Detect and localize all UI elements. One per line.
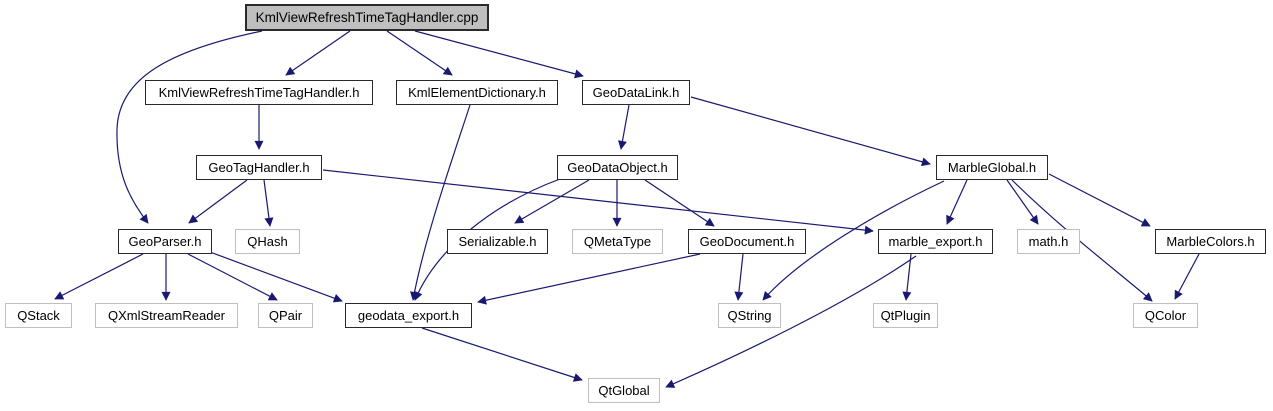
- edge-marbleglobal-h-to-qstring: [762, 180, 945, 301]
- node-geodatalink-h[interactable]: GeoDataLink.h: [582, 80, 690, 105]
- edge-geodata_export-h-to-qtglobal: [421, 327, 583, 382]
- edge-geotaghandler-h-to-geoparser-h: [188, 179, 248, 224]
- edge-kmlelementdictionary-h-to-geodata_export-h: [410, 104, 471, 301]
- node-geodataobject-h[interactable]: GeoDataObject.h: [557, 155, 678, 180]
- edge-marbleglobal-h-to-marble_export-h: [946, 179, 968, 225]
- node-qhash: QHash: [235, 229, 300, 254]
- edge-geodocument-h-to-qstring: [734, 253, 744, 301]
- node-kmlelementdictionary-h[interactable]: KmlElementDictionary.h: [396, 80, 558, 105]
- edge-cpp-to-kmlelementdictionary-h: [386, 30, 453, 76]
- node-qcolor: QColor: [1133, 303, 1198, 328]
- node-geodocument-h[interactable]: GeoDocument.h: [688, 229, 806, 254]
- edge-marbleglobal-h-to-marblecolors-h: [1048, 173, 1151, 227]
- edge-geotaghandler-h-to-marble_export-h: [322, 169, 874, 235]
- edge-marbleglobal-h-to-qcolor: [1011, 179, 1153, 302]
- node-kmlviewrefreshtimetaghandler-h[interactable]: KmlViewRefreshTimeTagHandler.h: [145, 80, 373, 105]
- node-serializable-h[interactable]: Serializable.h: [447, 229, 548, 254]
- node-qxmlstreamreader: QXmlStreamReader: [95, 303, 238, 328]
- node-qtplugin: QtPlugin: [873, 303, 938, 328]
- node-marbleglobal-h[interactable]: MarbleGlobal.h: [936, 155, 1048, 180]
- node-math-h: math.h: [1017, 229, 1080, 254]
- edge-geodocument-h-to-geodata_export-h: [477, 253, 701, 305]
- edge-geoparser-h-to-qpair: [187, 253, 278, 301]
- node-geoparser-h[interactable]: GeoParser.h: [118, 229, 212, 254]
- edge-marblecolors-h-to-qcolor: [1174, 253, 1200, 300]
- edge-marble_export-h-to-qtglobal: [665, 255, 917, 388]
- node-qstack: QStack: [5, 303, 72, 328]
- node-qstring: QString: [718, 303, 781, 328]
- edge-geodataobject-h-to-serializable-h: [514, 179, 590, 224]
- edge-marbleglobal-h-to-math-h: [1006, 179, 1039, 225]
- node-geodata_export-h[interactable]: geodata_export.h: [345, 303, 472, 328]
- edge-geodataobject-h-to-geodocument-h: [644, 179, 715, 227]
- edge-cpp-to-geoparser-h: [116, 30, 263, 224]
- node-marble_export-h[interactable]: marble_export.h: [878, 229, 993, 254]
- edge-geodatalink-h-to-marbleglobal-h: [690, 96, 931, 167]
- node-kmlviewrefreshtimetaghandler-cpp: KmlViewRefreshTimeTagHandler.cpp: [245, 4, 489, 31]
- edge-marble_export-h-to-qtplugin: [902, 253, 912, 301]
- edge-geoparser-h-to-qstack: [54, 253, 144, 300]
- edge-cpp-to-kmlviewrefreshtimetaghandler-h: [285, 30, 351, 76]
- edge-geotaghandler-h-to-qhash: [263, 179, 274, 227]
- node-qmetatype: QMetaType: [572, 229, 663, 254]
- node-qtglobal: QtGlobal: [588, 378, 660, 403]
- edge-geoparser-h-to-geodata_export-h: [209, 251, 343, 303]
- node-marblecolors-h[interactable]: MarbleColors.h: [1155, 229, 1266, 254]
- node-qpair: QPair: [258, 303, 313, 328]
- edge-geodatalink-h-to-geodataobject-h: [618, 104, 630, 150]
- edge-cpp-to-geodatalink-h: [414, 30, 584, 79]
- node-geotaghandler-h[interactable]: GeoTagHandler.h: [196, 155, 322, 180]
